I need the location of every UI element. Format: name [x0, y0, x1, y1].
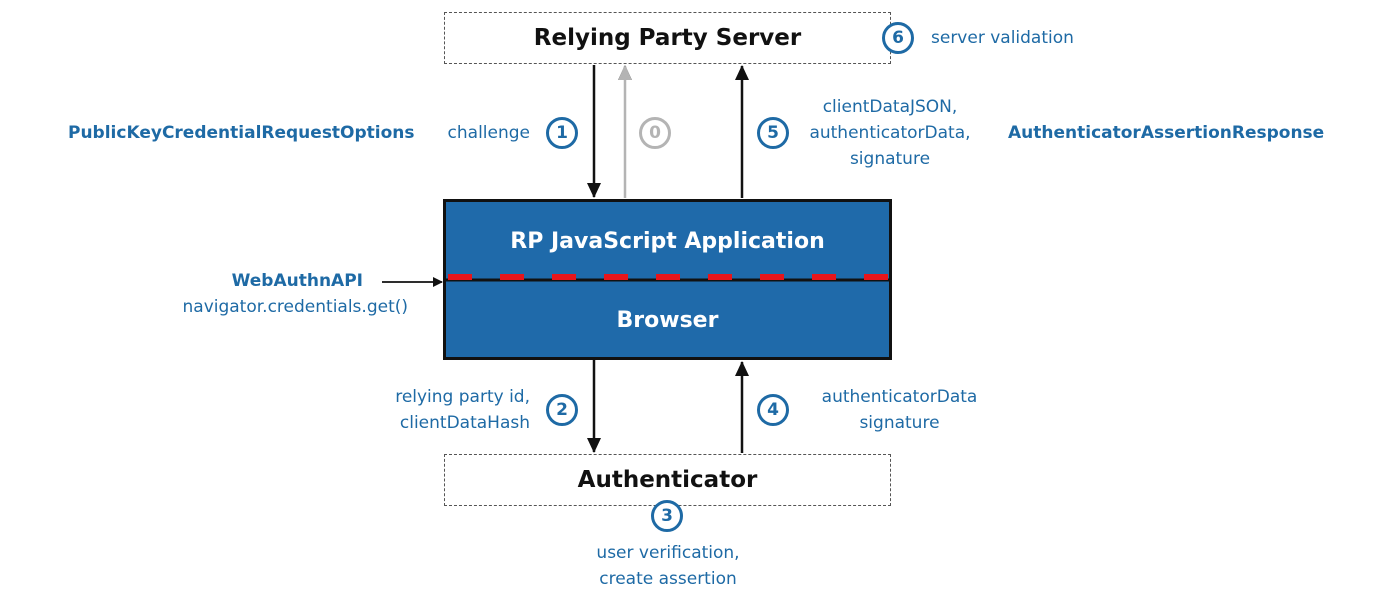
relying-party-server-box: Relying Party Server [444, 12, 891, 64]
step-6-text: server validation [931, 25, 1074, 51]
webauthn-api-label: WebAuthnAPI [231, 271, 363, 291]
rp-javascript-application: RP JavaScript Application [446, 202, 889, 280]
step-3-marker: 3 [651, 500, 683, 532]
step-5-marker: 5 [757, 117, 789, 149]
step-4-text: authenticatorData signature [812, 384, 987, 436]
assertion-response-label: AuthenticatorAssertionResponse [1008, 123, 1325, 143]
authenticator-box: Authenticator [444, 454, 891, 506]
step-6-line-1: server validation [931, 28, 1074, 48]
step-6-marker: 6 [882, 22, 914, 54]
step-5-line-1: clientDataJSON, [822, 97, 958, 117]
request-options-label: PublicKeyCredentialRequestOptions [68, 123, 415, 143]
step-5-line-2: authenticatorData, [809, 123, 971, 143]
step-4-line-1: authenticatorData [821, 387, 978, 407]
step-5-line-3: signature [849, 149, 931, 169]
step-0-marker: 0 [639, 117, 671, 149]
step-2-line-1: relying party id, [395, 387, 530, 407]
step-1-line-1: challenge [447, 123, 530, 143]
step-2-marker: 2 [546, 394, 578, 426]
step-3-line-1: user verification, [596, 543, 740, 563]
browser-label: Browser [616, 307, 719, 333]
rp-javascript-application-label: RP JavaScript Application [510, 228, 825, 254]
api-boundary-line [446, 274, 889, 282]
step-4-line-2: signature [859, 413, 940, 433]
browser: Browser [446, 280, 889, 360]
rp-application-browser-block: RP JavaScript Application Browser [443, 199, 892, 360]
step-2-line-2: clientDataHash [399, 413, 530, 433]
authenticator-label: Authenticator [577, 467, 758, 493]
step-1-text: challenge [448, 120, 530, 146]
step-1-marker: 1 [546, 117, 578, 149]
step-5-text: clientDataJSON, authenticatorData, signa… [805, 94, 975, 172]
step-2-text: relying party id, clientDataHash [395, 384, 530, 436]
step-4-marker: 4 [757, 394, 789, 426]
step-3-line-2: create assertion [599, 569, 737, 589]
relying-party-server-label: Relying Party Server [533, 25, 802, 51]
step-3-text: user verification, create assertion [568, 540, 768, 592]
credentials-get-label: navigator.credentials.get() [182, 297, 409, 317]
